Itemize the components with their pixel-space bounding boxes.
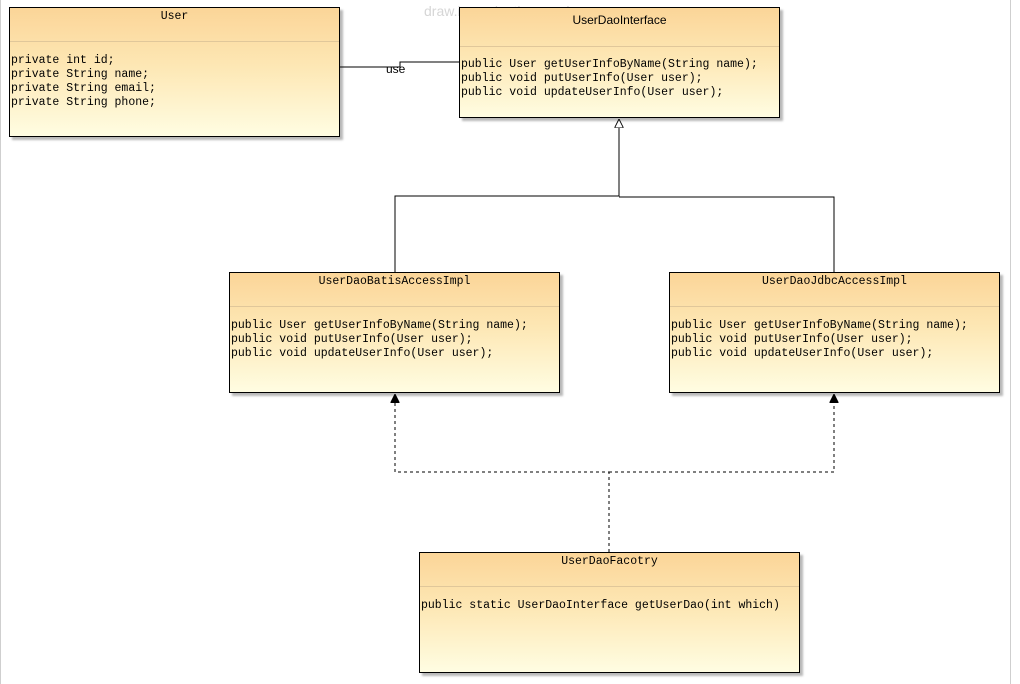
method-list: public User getUserInfoByName(String nam… bbox=[231, 319, 557, 361]
method: public User getUserInfoByName(String nam… bbox=[671, 319, 968, 332]
method: public void updateUserInfo(User user); bbox=[231, 347, 494, 360]
attribute: private String name; bbox=[11, 68, 150, 81]
method: public static UserDaoInterface getUserDa… bbox=[421, 599, 780, 612]
method: public void putUserInfo(User user); bbox=[461, 72, 703, 85]
class-user-dao-factory[interactable]: UserDaoFacotry public static UserDaoInte… bbox=[419, 552, 800, 673]
method: public void updateUserInfo(User user); bbox=[461, 86, 724, 99]
page-border-right bbox=[1010, 0, 1011, 684]
class-name: UserDaoInterface bbox=[460, 8, 779, 47]
association-label: use bbox=[386, 62, 406, 76]
class-name: User bbox=[10, 8, 339, 42]
realization-jdbc-to-interface bbox=[619, 196, 835, 272]
method: public void putUserInfo(User user); bbox=[231, 333, 473, 346]
class-user[interactable]: User private int id; private String name… bbox=[9, 7, 340, 137]
dependency-factory-to-batis bbox=[395, 394, 610, 552]
attribute: private int id; bbox=[11, 54, 115, 67]
attribute: private String email; bbox=[11, 82, 156, 95]
page-border-left bbox=[0, 0, 1, 684]
dependency-factory-to-jdbc bbox=[609, 394, 834, 473]
class-name: UserDaoBatisAccessImpl bbox=[230, 273, 559, 307]
class-user-dao-jdbc-access-impl[interactable]: UserDaoJdbcAccessImpl public User getUse… bbox=[669, 272, 1000, 393]
attribute: private String phone; bbox=[11, 96, 156, 109]
class-name: UserDaoJdbcAccessImpl bbox=[670, 273, 999, 307]
method-list: public static UserDaoInterface getUserDa… bbox=[421, 599, 797, 613]
class-user-dao-batis-access-impl[interactable]: UserDaoBatisAccessImpl public User getUs… bbox=[229, 272, 560, 393]
realization-batis-to-interface bbox=[394, 119, 619, 272]
method: public void updateUserInfo(User user); bbox=[671, 347, 934, 360]
class-name: UserDaoFacotry bbox=[420, 553, 799, 587]
method-list: public User getUserInfoByName(String nam… bbox=[671, 319, 997, 361]
method-list: public User getUserInfoByName(String nam… bbox=[461, 58, 777, 100]
method: public User getUserInfoByName(String nam… bbox=[231, 319, 528, 332]
method: public void putUserInfo(User user); bbox=[671, 333, 913, 346]
class-user-dao-interface[interactable]: UserDaoInterface public User getUserInfo… bbox=[459, 7, 780, 118]
association-user-to-interface bbox=[340, 61, 459, 68]
method: public User getUserInfoByName(String nam… bbox=[461, 58, 758, 71]
attribute-list: private int id; private String name; pri… bbox=[11, 54, 337, 110]
